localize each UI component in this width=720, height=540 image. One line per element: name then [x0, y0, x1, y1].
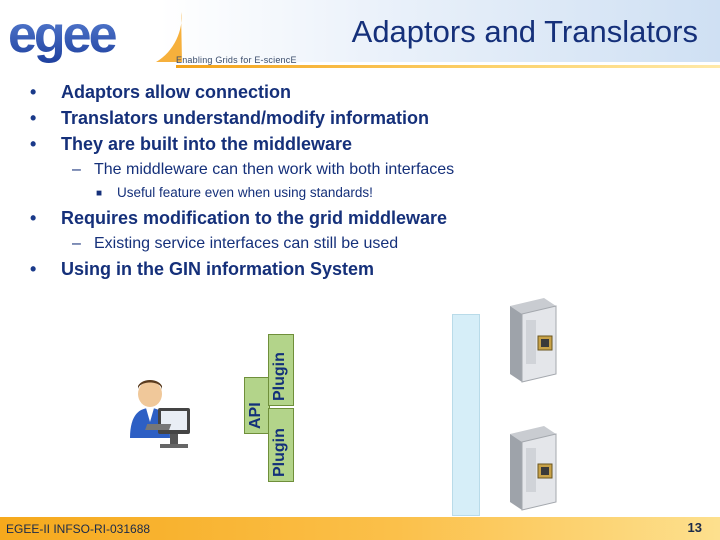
- plugin-bar-top: [268, 334, 294, 406]
- user-at-computer-icon: [130, 380, 190, 448]
- server-icon-bottom: [510, 426, 557, 511]
- slide-title: Adaptors and Translators: [351, 14, 698, 49]
- egee-logo: egee: [8, 6, 182, 64]
- info-system-bar: [452, 314, 480, 516]
- slide-header: egee Enabling Grids for E-sciencE Adapto…: [0, 0, 720, 70]
- slide-footer: EGEE-II INFSO-RI-031688 13: [0, 517, 720, 540]
- plugin-label-top: Plugin: [271, 352, 288, 401]
- footer-project-id: EGEE-II INFSO-RI-031688: [6, 522, 151, 536]
- svg-text:egee: egee: [8, 6, 117, 64]
- header-rule: [176, 65, 720, 68]
- gin-diagram: API Plugin Plugin: [0, 290, 720, 520]
- server-icon-top: [510, 298, 557, 383]
- header-gradient-band: [160, 0, 720, 62]
- plugin-bar-bottom: [268, 408, 294, 482]
- page-number: 13: [687, 520, 702, 535]
- api-label: API: [247, 402, 264, 429]
- api-bar: [244, 377, 270, 434]
- plugin-label-bottom: Plugin: [271, 428, 288, 477]
- tagline: Enabling Grids for E-sciencE: [176, 55, 297, 65]
